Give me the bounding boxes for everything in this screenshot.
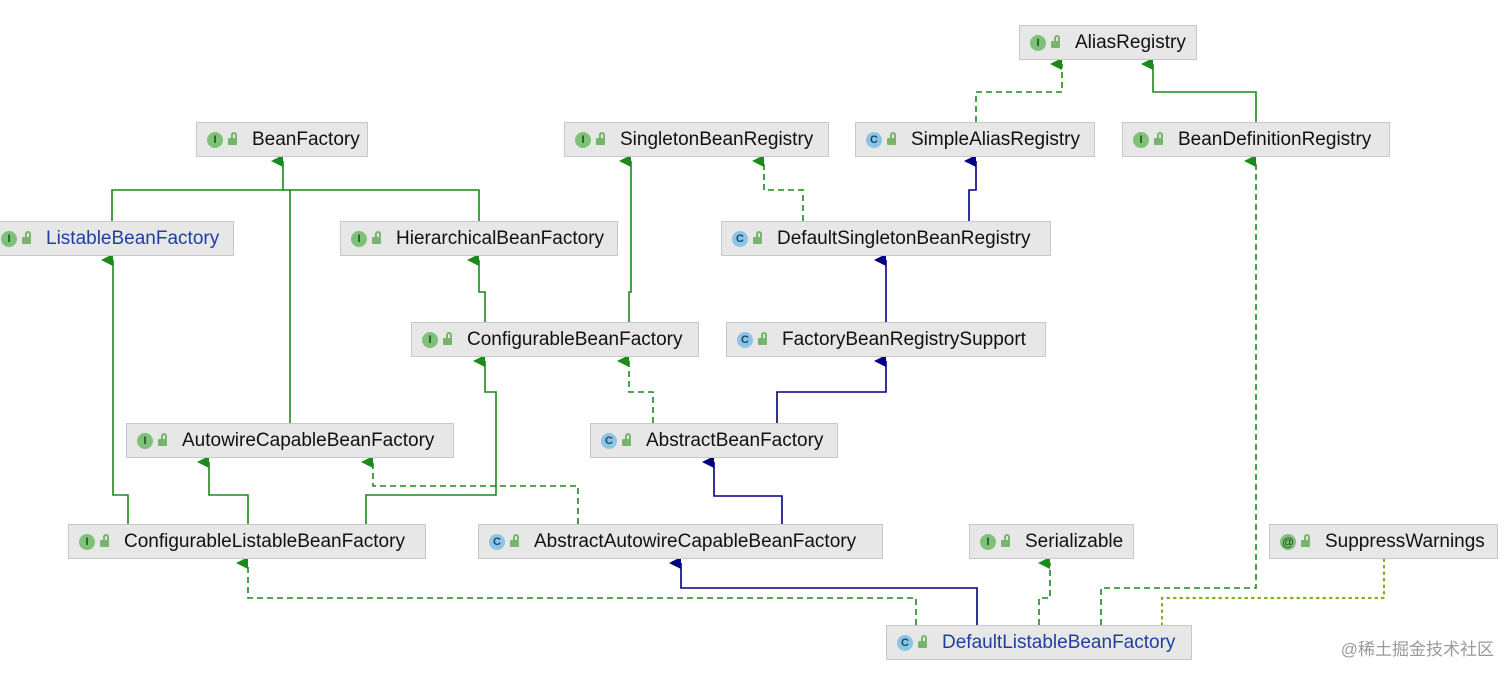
node-factory-bean-registry-support[interactable]: C FactoryBeanRegistrySupport <box>726 322 1046 357</box>
node-default-listable-bean-factory[interactable]: C DefaultListableBeanFactory <box>886 625 1192 660</box>
node-label: SuppressWarnings <box>1325 530 1485 552</box>
node-label: AliasRegistry <box>1075 31 1186 53</box>
node-listable-bean-factory[interactable]: I ListableBeanFactory <box>0 221 234 256</box>
interface-icon: I <box>1030 34 1046 51</box>
class-icon: C <box>866 131 882 148</box>
lock-icon <box>887 131 896 146</box>
annotation-icon: @ <box>1280 533 1296 550</box>
node-label: BeanFactory <box>252 128 360 150</box>
node-singleton-bean-registry[interactable]: I SingletonBeanRegistry <box>564 122 829 157</box>
edge-beandef-to-alias <box>1141 58 1257 122</box>
node-label: FactoryBeanRegistrySupport <box>782 328 1026 350</box>
edge-abstract-to-configurable <box>617 355 654 423</box>
edge-default-to-abstractautowire <box>669 557 978 625</box>
node-label: AutowireCapableBeanFactory <box>182 429 435 451</box>
node-label: Serializable <box>1025 530 1124 552</box>
node-autowire-capable-bean-factory[interactable]: I AutowireCapableBeanFactory <box>126 423 454 458</box>
lock-icon <box>1154 131 1163 146</box>
class-icon: C <box>732 230 748 247</box>
node-label: DefaultListableBeanFactory <box>942 631 1176 653</box>
node-bean-factory[interactable]: I BeanFactory <box>196 122 368 157</box>
node-serializable[interactable]: I Serializable <box>969 524 1134 559</box>
node-abstract-autowire-capable-bean-factory[interactable]: C AbstractAutowireCapableBeanFactory <box>478 524 883 559</box>
node-suppress-warnings[interactable]: @ SuppressWarnings <box>1269 524 1498 559</box>
node-label: ConfigurableListableBeanFactory <box>124 530 405 552</box>
lock-icon <box>758 331 767 346</box>
edge-listable-to-beanfactory <box>111 155 284 221</box>
node-label: SingletonBeanRegistry <box>620 128 814 150</box>
class-icon: C <box>601 432 617 449</box>
lock-icon <box>753 230 762 245</box>
interface-icon: I <box>1133 131 1149 148</box>
interface-icon: I <box>351 230 367 247</box>
node-bean-definition-registry[interactable]: I BeanDefinitionRegistry <box>1122 122 1390 157</box>
lock-icon <box>1051 34 1060 49</box>
lock-icon <box>100 533 109 548</box>
lock-icon <box>228 131 237 146</box>
edge-defaultsingleton-to-simplealias <box>964 155 977 221</box>
node-hierarchical-bean-factory[interactable]: I HierarchicalBeanFactory <box>340 221 618 256</box>
edge-conflisting-to-configurable <box>365 355 497 524</box>
node-label: HierarchicalBeanFactory <box>396 227 605 249</box>
node-label: BeanDefinitionRegistry <box>1178 128 1372 150</box>
edge-conflisting-to-listable <box>101 254 129 524</box>
interface-icon: I <box>137 432 153 449</box>
class-icon: C <box>489 533 505 550</box>
interface-icon: I <box>575 131 591 148</box>
lock-icon <box>918 634 927 649</box>
edge-default-to-beandef <box>1100 155 1257 625</box>
lock-icon <box>158 432 167 447</box>
interface-icon: I <box>207 131 223 148</box>
node-default-singleton-bean-registry[interactable]: C DefaultSingletonBeanRegistry <box>721 221 1051 256</box>
edge-conflisting-to-autowire <box>197 456 249 524</box>
lock-icon <box>372 230 381 245</box>
edge-configurable-to-hierarchical <box>467 254 486 322</box>
lock-icon <box>22 230 31 245</box>
node-configurable-listable-bean-factory[interactable]: I ConfigurableListableBeanFactory <box>68 524 426 559</box>
edge-abstractautowire-to-autowire <box>361 456 579 524</box>
node-label: AbstractBeanFactory <box>646 429 824 451</box>
node-simple-alias-registry[interactable]: C SimpleAliasRegistry <box>855 122 1095 157</box>
edge-default-to-serializable <box>1038 557 1051 625</box>
edge-default-to-conflisting <box>236 557 917 625</box>
node-label: SimpleAliasRegistry <box>911 128 1080 150</box>
watermark: @稀土掘金技术社区 <box>1340 640 1494 659</box>
interface-icon: I <box>980 533 996 550</box>
node-alias-registry[interactable]: I AliasRegistry <box>1019 25 1197 60</box>
node-label: ListableBeanFactory <box>46 227 220 249</box>
edge-simplealias-to-alias <box>975 58 1063 122</box>
lock-icon <box>1001 533 1010 548</box>
lock-icon <box>596 131 605 146</box>
node-label: DefaultSingletonBeanRegistry <box>777 227 1031 249</box>
lock-icon <box>510 533 519 548</box>
lock-icon <box>622 432 631 447</box>
interface-icon: I <box>422 331 438 348</box>
edge-configurable-to-singleton <box>619 155 632 322</box>
edge-abstractautowire-to-abstract <box>702 456 783 524</box>
interface-icon: I <box>79 533 95 550</box>
node-abstract-bean-factory[interactable]: C AbstractBeanFactory <box>590 423 838 458</box>
node-label: ConfigurableBeanFactory <box>467 328 683 350</box>
edge-defaultsingleton-to-singleton <box>752 155 804 221</box>
interface-icon: I <box>1 230 17 247</box>
lock-icon <box>1301 533 1310 548</box>
edge-abstract-to-factorysupport <box>776 355 887 423</box>
edge-default-to-suppresswarnings <box>1160 557 1386 627</box>
lock-icon <box>443 331 452 346</box>
node-label: AbstractAutowireCapableBeanFactory <box>534 530 857 552</box>
class-icon: C <box>737 331 753 348</box>
node-configurable-bean-factory[interactable]: I ConfigurableBeanFactory <box>411 322 699 357</box>
edge-hierarchical-to-beanfactory <box>283 189 480 221</box>
class-icon: C <box>897 634 913 651</box>
